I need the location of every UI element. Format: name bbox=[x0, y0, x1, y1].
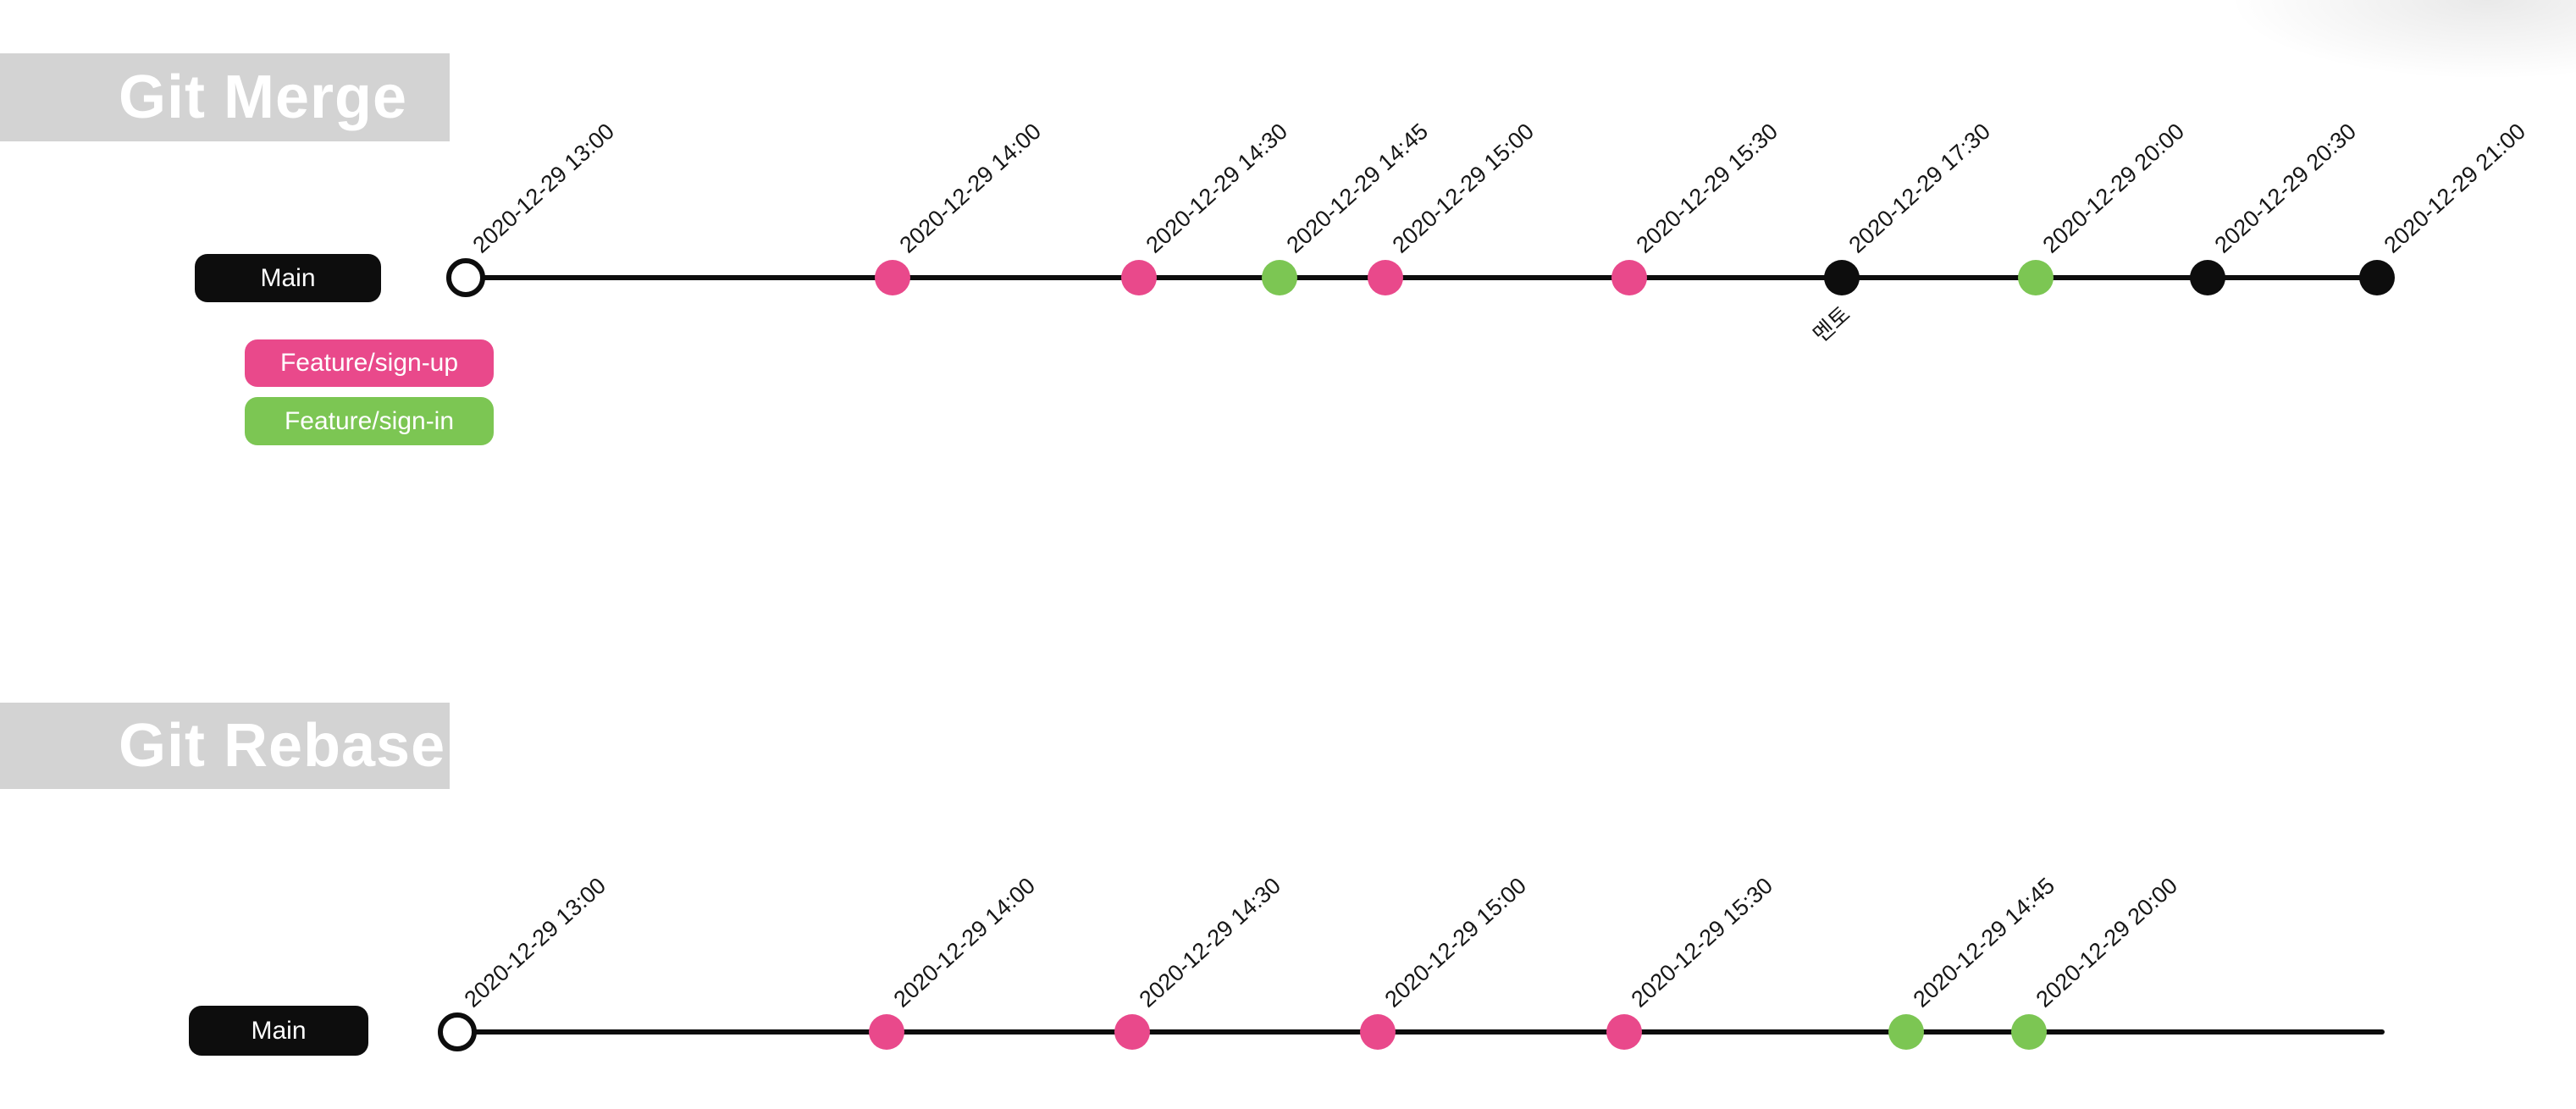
commit-time-label: 2020-12-29 14:00 bbox=[888, 872, 1041, 1012]
commit-time-label: 2020-12-29 20:30 bbox=[2209, 118, 2362, 258]
commit-dot-black bbox=[2190, 260, 2225, 295]
commit-dot-pink bbox=[869, 1014, 904, 1050]
commit-dot-pink bbox=[1114, 1014, 1150, 1050]
commit-dot-pink bbox=[1368, 260, 1403, 295]
timeline-line-git-merge bbox=[466, 275, 2380, 280]
section-title-git-merge: Git Merge bbox=[0, 53, 450, 141]
commit-dot-green bbox=[1262, 260, 1297, 295]
commit-note-label: 멘토 bbox=[1807, 301, 1855, 348]
commit-time-label: 2020-12-29 14:30 bbox=[1141, 118, 1293, 258]
corner-shade bbox=[2170, 0, 2576, 119]
timeline-line-git-rebase bbox=[457, 1029, 2385, 1035]
commit-time-label: 2020-12-29 13:00 bbox=[467, 118, 620, 258]
commit-dot-green bbox=[2011, 1014, 2047, 1050]
commit-time-label: 2020-12-29 13:00 bbox=[459, 872, 611, 1012]
commit-dot-start bbox=[438, 1012, 477, 1051]
commit-time-label: 2020-12-29 14:00 bbox=[894, 118, 1047, 258]
commit-time-label: 2020-12-29 17:30 bbox=[1844, 118, 1996, 258]
commit-dot-pink bbox=[1611, 260, 1647, 295]
commit-dot-black bbox=[1824, 260, 1860, 295]
commit-time-label: 2020-12-29 21:00 bbox=[2379, 118, 2531, 258]
commit-dot-pink bbox=[1121, 260, 1157, 295]
commit-time-label: 2020-12-29 15:30 bbox=[1626, 872, 1778, 1012]
commit-dot-black bbox=[2359, 260, 2395, 295]
commit-dot-pink bbox=[1606, 1014, 1642, 1050]
branch-pill-main: Main bbox=[195, 254, 381, 302]
branch-pill-feature-sign-in: Feature/sign-in bbox=[245, 397, 494, 445]
branch-pill-feature-sign-up: Feature/sign-up bbox=[245, 339, 494, 387]
branch-pill-main: Main bbox=[189, 1006, 368, 1056]
commit-time-label: 2020-12-29 15:30 bbox=[1631, 118, 1783, 258]
commit-dot-pink bbox=[875, 260, 910, 295]
section-title-git-rebase: Git Rebase bbox=[0, 703, 450, 789]
commit-dot-start bbox=[446, 258, 485, 297]
commit-time-label: 2020-12-29 14:30 bbox=[1134, 872, 1286, 1012]
commit-time-label: 2020-12-29 15:00 bbox=[1379, 872, 1532, 1012]
commit-dot-pink bbox=[1360, 1014, 1396, 1050]
commit-dot-green bbox=[2018, 260, 2054, 295]
commit-dot-green bbox=[1888, 1014, 1924, 1050]
commit-time-label: 2020-12-29 20:00 bbox=[2037, 118, 2190, 258]
